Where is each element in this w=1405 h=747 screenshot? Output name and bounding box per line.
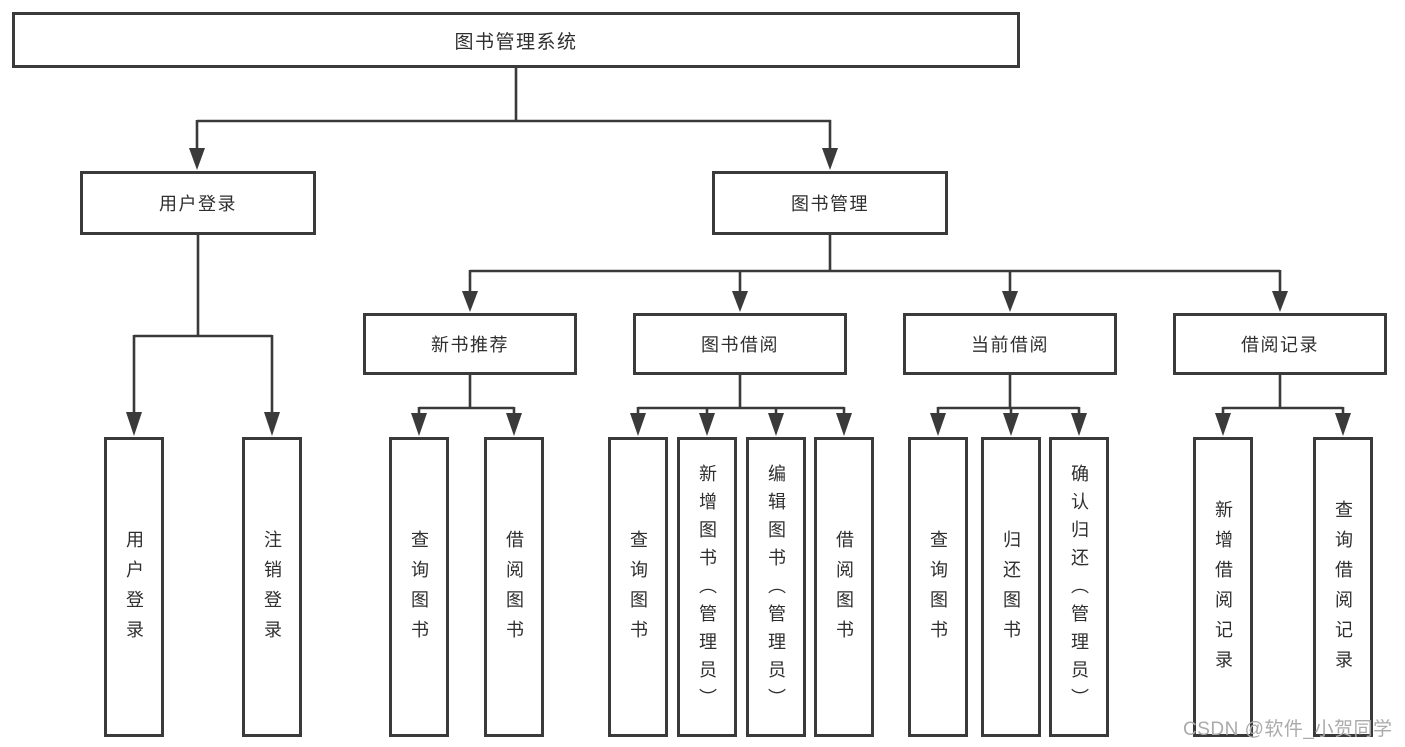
leaf-logout: 注销登录 [242,437,302,737]
node-book-management: 图书管理 [712,171,948,235]
node-root-system: 图书管理系统 [12,12,1020,68]
leaf-query-books-borrow: 查询图书 [608,437,668,737]
node-book-borrow: 图书借阅 [633,313,847,375]
leaf-query-books-current: 查询图书 [908,437,968,737]
leaf-query-borrow-record: 查询借阅记录 [1313,437,1373,737]
leaf-edit-books-admin: 编辑图书（管理员） [746,437,806,737]
leaf-query-books-recommend: 查询图书 [389,437,449,737]
node-user-login: 用户登录 [80,171,316,235]
leaf-borrow-books-recommend: 借阅图书 [484,437,544,737]
node-new-book-recommend: 新书推荐 [363,313,577,375]
leaf-add-books-admin: 新增图书（管理员） [677,437,737,737]
leaf-user-login: 用户登录 [104,437,164,737]
leaf-add-borrow-record: 新增借阅记录 [1193,437,1253,737]
leaf-confirm-return-admin: 确认归还（管理员） [1049,437,1109,737]
node-borrow-records: 借阅记录 [1173,313,1387,375]
node-current-borrow: 当前借阅 [903,313,1117,375]
csdn-watermark: CSDN @软件_小贺同学 [1183,719,1393,740]
leaf-borrow-books: 借阅图书 [814,437,874,737]
leaf-return-books: 归还图书 [981,437,1041,737]
